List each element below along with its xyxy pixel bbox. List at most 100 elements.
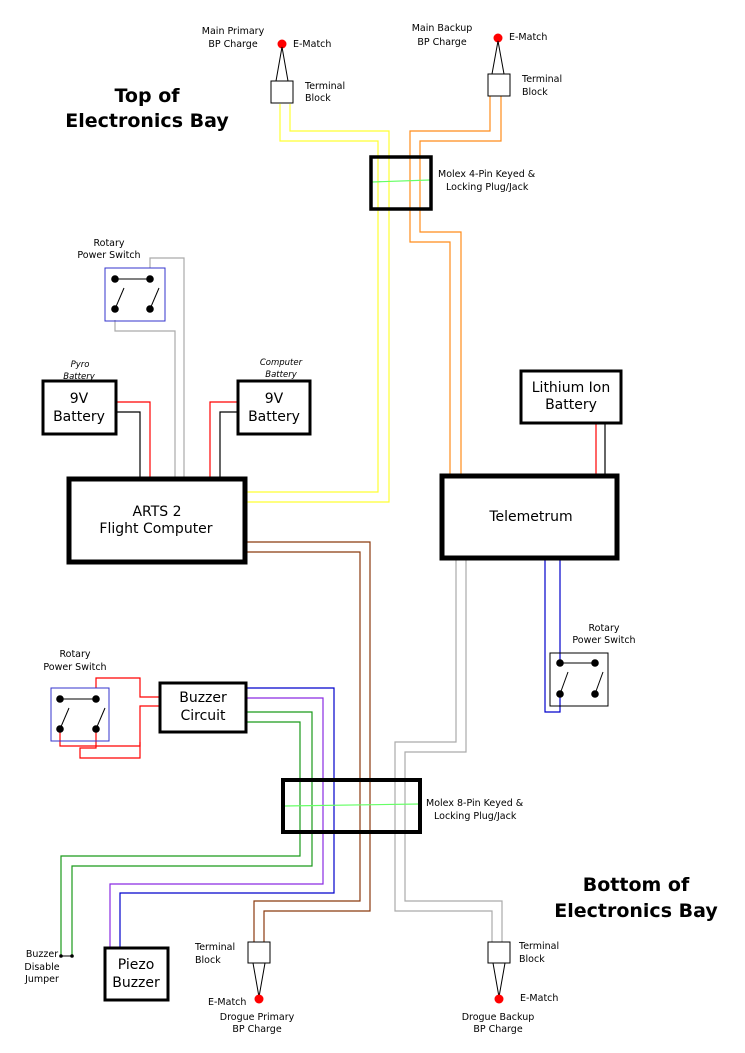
gray-wire-1: [149, 257, 185, 478]
main-primary-assembly: Main Primary BP Charge E-Match Terminal …: [202, 26, 345, 104]
rotary-buzzer-label-1: Rotary: [59, 649, 90, 660]
drogue-primary-label-1: Drogue Primary: [220, 1012, 295, 1023]
rotary-telemetrum-body: [549, 652, 609, 707]
buzzer-circuit: [158, 681, 248, 734]
bottom-heading-1: Bottom of: [583, 874, 690, 896]
orange-wire-1: [409, 96, 491, 474]
blue-wire: [119, 687, 335, 947]
jumper-label-2: Disable: [24, 962, 59, 973]
molex-4-pin-connector: [369, 155, 433, 211]
pyro-red-wire: [117, 401, 151, 478]
drogue-primary-label-2: BP Charge: [232, 1024, 282, 1035]
telemetrum: [439, 473, 620, 561]
piezo-buzzer: [103, 946, 170, 1002]
main-primary-terminal-label-2: Block: [305, 93, 331, 104]
rotary-power-switch-buzzer[interactable]: Rotary Power Switch: [43, 649, 110, 742]
main-backup-leads: [491, 40, 505, 75]
arts2-text-1: ARTS 2: [132, 504, 181, 520]
telemetrum-gray-wire-2: [394, 560, 493, 942]
buzzer-switch-red-2: [59, 705, 160, 747]
drogue-primary-terminal-label-1: Terminal: [194, 942, 235, 953]
rotary-telemetrum-label-1: Rotary: [588, 623, 619, 634]
telemetrum-blue-wire-1: [544, 560, 561, 713]
main-primary-terminal-label-1: Terminal: [304, 81, 345, 92]
main-primary-label-2: BP Charge: [208, 39, 258, 50]
jumper-label-3: Jumper: [24, 974, 59, 985]
rotary-telemetrum-label-2: Power Switch: [572, 635, 635, 646]
drogue-backup-terminal-block: [487, 941, 511, 964]
pyro-battery-label-1: Pyro: [71, 360, 90, 370]
molex4-label-2: Locking Plug/Jack: [446, 182, 529, 193]
rotary-buzzer-body: [50, 687, 110, 742]
drogue-backup-terminal-label-2: Block: [519, 954, 545, 965]
piezo-text-1: Piezo: [118, 957, 155, 973]
main-backup-label-2: BP Charge: [417, 37, 467, 48]
drogue-backup-assembly: Terminal Block E-Match Drogue Backup BP …: [462, 941, 559, 1035]
main-backup-terminal-block: [487, 73, 511, 97]
telemetrum-text: Telemetrum: [488, 509, 572, 525]
computer-battery-label-1: Computer: [260, 358, 303, 368]
rotary-top-label-2: Power Switch: [77, 250, 140, 261]
molex4-label-1: Molex 4-Pin Keyed &: [438, 169, 536, 180]
green-wire-1: [71, 711, 313, 956]
drogue-backup-label-1: Drogue Backup: [462, 1012, 535, 1023]
drogue-backup-leads: [492, 962, 506, 998]
brown-wire-1: [247, 541, 371, 942]
piezo-text-2: Buzzer: [112, 975, 160, 991]
rotary-power-switch-telemetrum[interactable]: Rotary Power Switch: [549, 623, 636, 707]
buzzer-switch-red-1: [95, 677, 160, 698]
rotary-buzzer-label-2: Power Switch: [43, 662, 106, 673]
computer-battery-text-1: 9V: [265, 391, 284, 407]
pyro-battery: [41, 379, 118, 436]
main-backup-terminal-label-2: Block: [522, 87, 548, 98]
drogue-backup-ematch-label: E-Match: [520, 993, 558, 1004]
top-heading-2: Electronics Bay: [65, 110, 229, 132]
telemetrum-gray-wire-1: [404, 560, 503, 942]
main-backup-label-1: Main Backup: [412, 23, 473, 34]
drogue-primary-ematch-dot: [254, 994, 264, 1004]
computer-black-wire: [219, 411, 237, 478]
drogue-backup-terminal-label-1: Terminal: [518, 941, 559, 952]
pyro-black-wire: [117, 411, 141, 478]
rotary-top-body: [104, 267, 166, 322]
main-primary-terminal-block: [270, 80, 294, 104]
drogue-primary-assembly: Terminal Block E-Match Drogue Primary BP…: [194, 941, 295, 1035]
drogue-backup-ematch-dot: [494, 994, 504, 1004]
drogue-primary-terminal-block: [247, 941, 271, 964]
arts2-text-2: Flight Computer: [99, 521, 212, 537]
molex8-label-2: Locking Plug/Jack: [434, 811, 517, 822]
computer-red-wire: [209, 401, 237, 478]
drogue-primary-terminal-label-2: Block: [195, 955, 221, 966]
wires: [59, 96, 606, 956]
buzzer-disable-jumper[interactable]: Buzzer Disable Jumper: [24, 949, 74, 985]
rotary-power-switch-top[interactable]: Rotary Power Switch: [77, 238, 166, 322]
main-primary-label-1: Main Primary: [202, 26, 265, 37]
rotary-top-label-1: Rotary: [93, 238, 124, 249]
molex-8-pin-connector: [281, 778, 422, 834]
buzzer-circuit-text-2: Circuit: [180, 708, 226, 724]
buzzer-circuit-text-1: Buzzer: [179, 690, 227, 706]
molex4-line: [371, 179, 431, 183]
computer-battery-text-2: Battery: [248, 409, 300, 425]
main-backup-ematch-dot: [493, 33, 503, 43]
lithium-battery-text-1: Lithium Ion: [532, 380, 610, 396]
gray-wire-2: [114, 320, 176, 478]
pyro-battery-text-2: Battery: [53, 409, 105, 425]
jumper-label-1: Buzzer: [26, 949, 58, 960]
main-primary-leads: [275, 46, 289, 82]
pyro-battery-label-2: Battery: [63, 372, 95, 382]
top-heading-1: Top of: [114, 85, 180, 107]
green-wire-2: [60, 721, 301, 956]
molex8-label-1: Molex 8-Pin Keyed &: [426, 798, 524, 809]
main-primary-ematch-label: E-Match: [293, 39, 331, 50]
main-backup-assembly: Main Backup BP Charge E-Match Terminal B…: [412, 23, 562, 98]
main-backup-ematch-label: E-Match: [509, 32, 547, 43]
buzzer-switch-red-3: [79, 727, 141, 759]
molex8-line: [283, 803, 421, 807]
drogue-primary-leads: [252, 962, 266, 998]
yellow-wire-2: [247, 104, 390, 503]
orange-wire-2: [419, 96, 502, 474]
lithium-ion-battery: [519, 369, 623, 425]
computer-battery: [236, 379, 312, 436]
